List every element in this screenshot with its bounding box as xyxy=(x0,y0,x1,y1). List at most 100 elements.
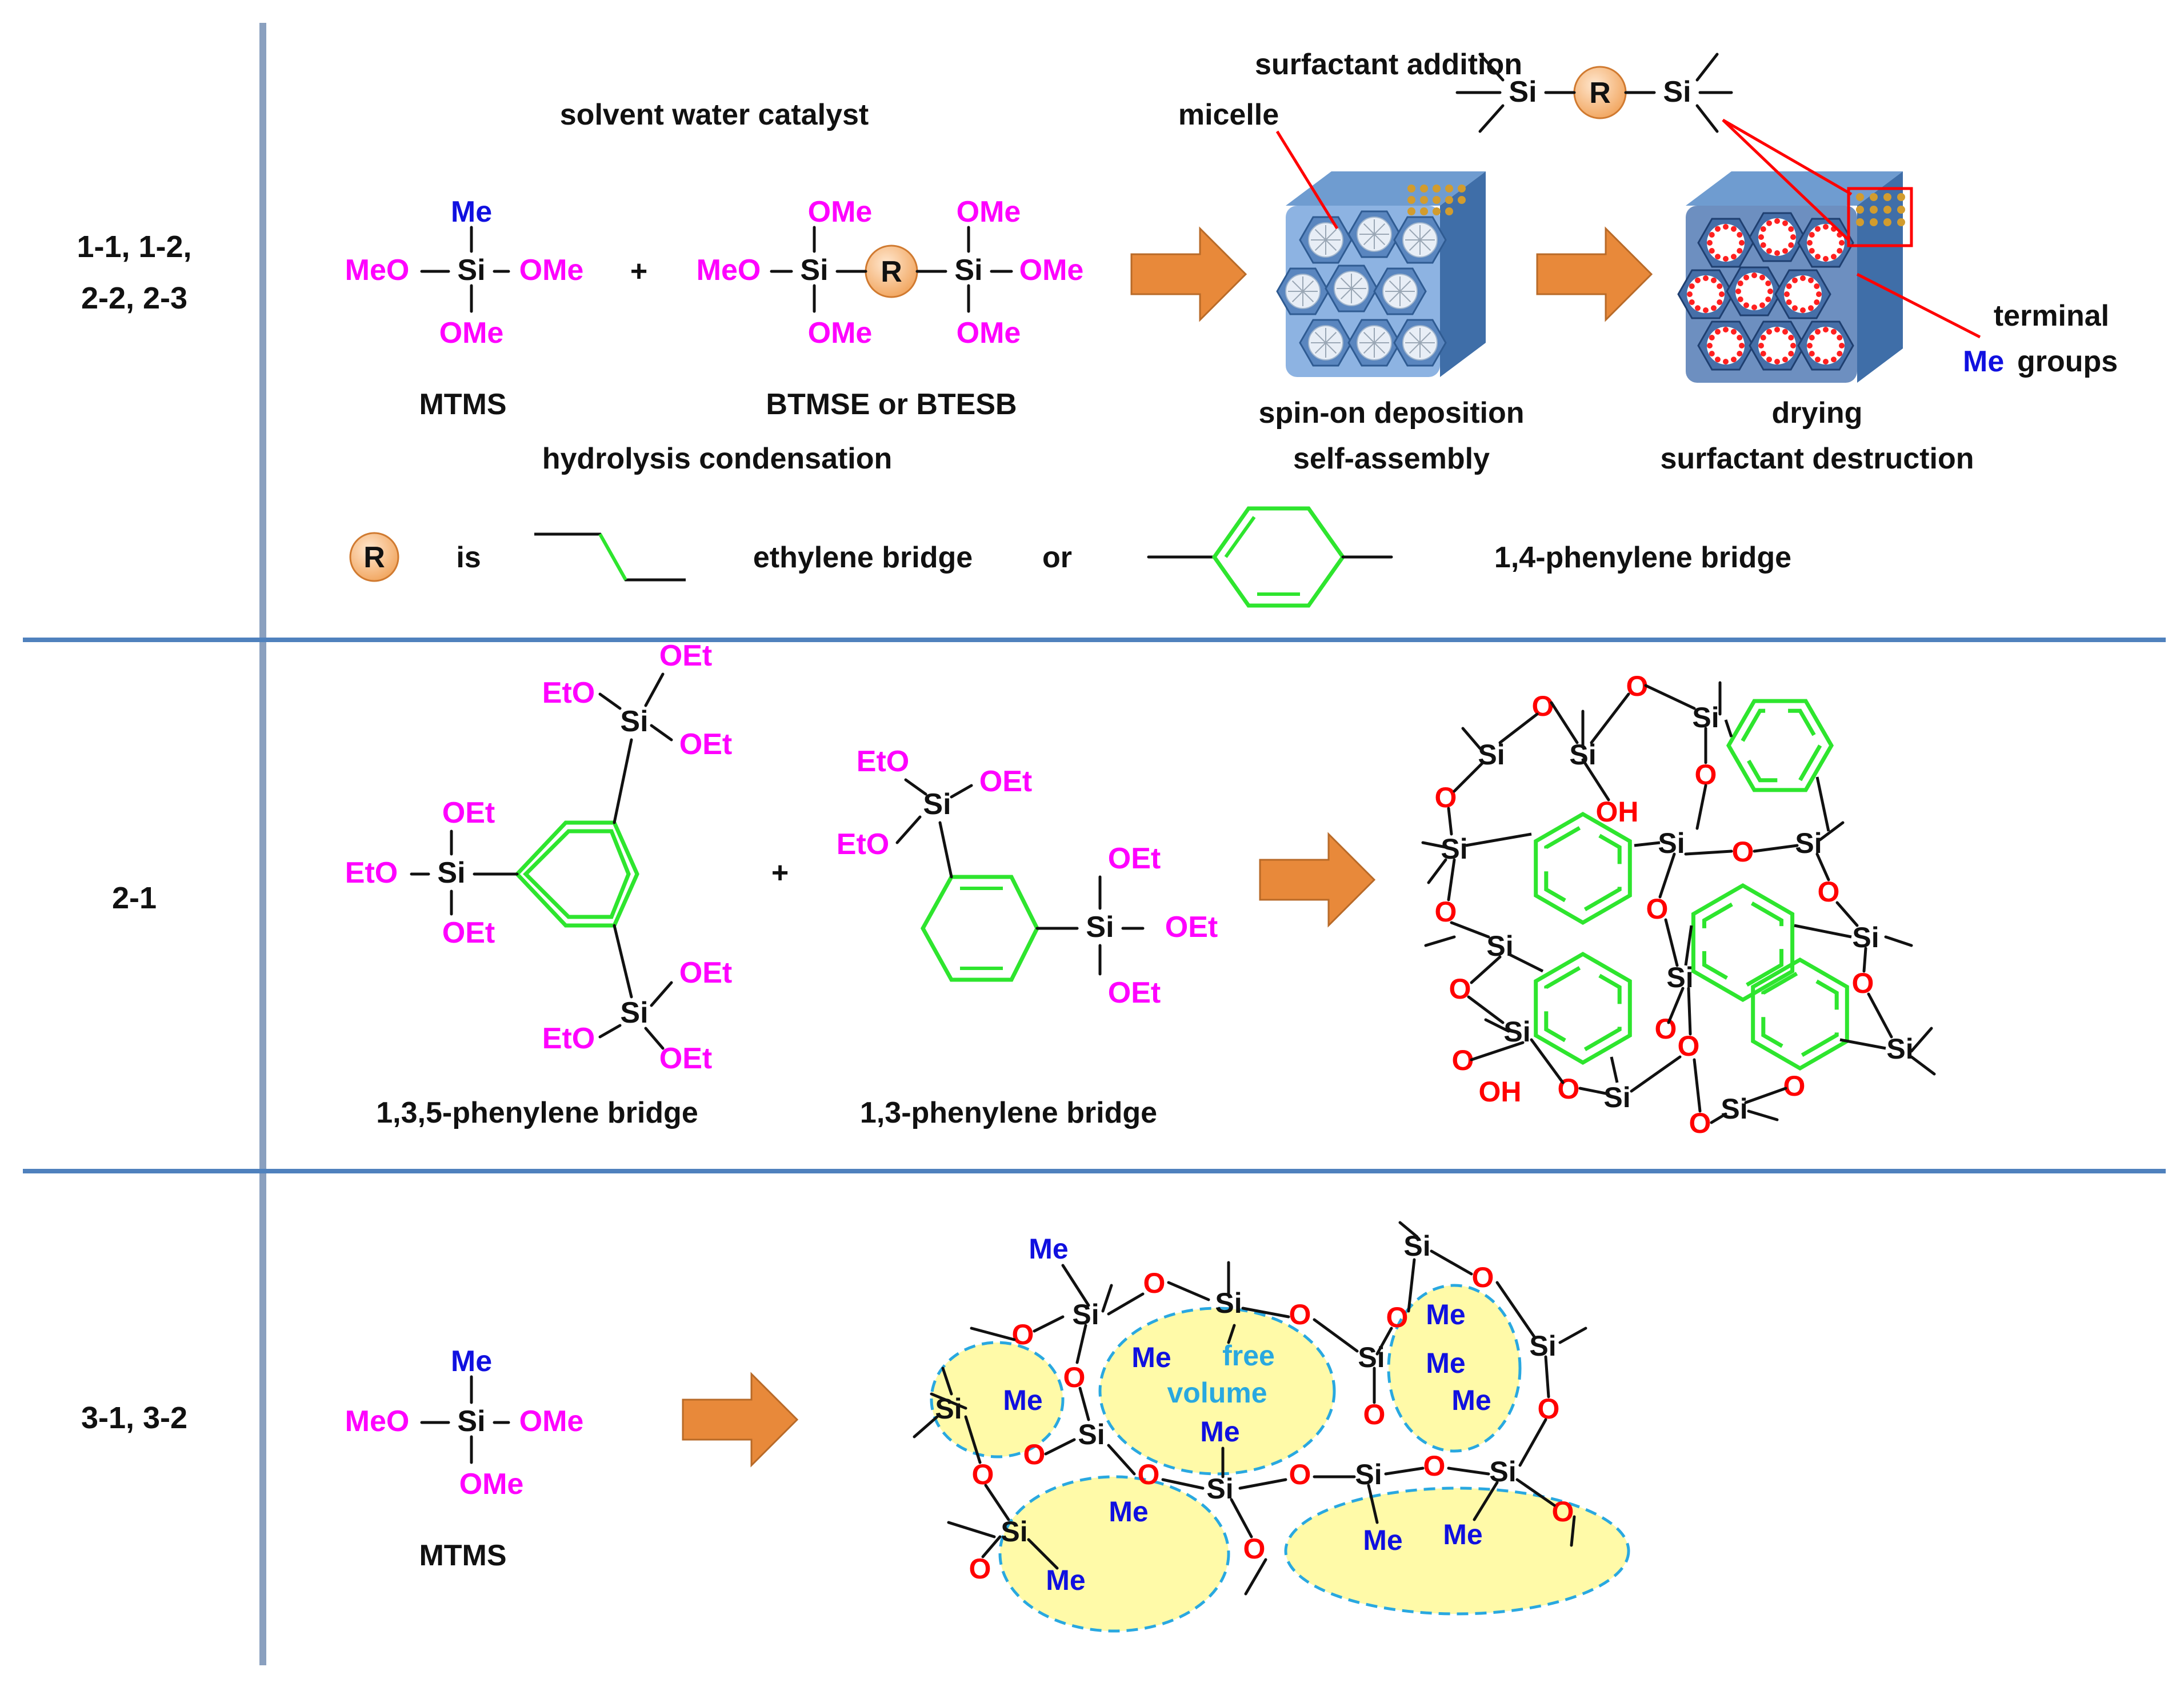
methyl-o-11: O xyxy=(972,1458,994,1490)
volume-label: volume xyxy=(1167,1377,1267,1409)
network-si-10: Si xyxy=(1603,1081,1630,1113)
btmse-molecule: MeO Si OMe OMe R Si OMe OMe OMe xyxy=(697,195,1084,350)
methyl-me-2: Me xyxy=(1003,1384,1042,1416)
methyl-o-14: O xyxy=(1243,1533,1266,1565)
svg-text:EtO: EtO xyxy=(542,676,595,710)
svg-text:Me: Me xyxy=(1963,345,2004,378)
methyl-me-0: Me xyxy=(1029,1233,1068,1265)
spin-caption-2: self-assembly xyxy=(1293,442,1490,475)
methyl-o-9: O xyxy=(1423,1450,1446,1482)
methyl-me-8: Me xyxy=(1046,1564,1085,1596)
svg-text:ethylene bridge: ethylene bridge xyxy=(753,541,973,574)
mtms-label-row1: MTMS xyxy=(419,388,506,421)
r-legend: R is ethylene bridge or 1,4-phenylene br… xyxy=(349,506,1791,608)
plus-row2: + xyxy=(771,856,789,889)
svg-text:MeO: MeO xyxy=(345,254,410,287)
methyl-me-10: Me xyxy=(1443,1518,1482,1550)
svg-text:MeO: MeO xyxy=(345,1405,410,1438)
methyl-me-9: Me xyxy=(1363,1524,1402,1556)
network-si-4: Si xyxy=(1658,827,1685,859)
spin-caption-1: spin-on deposition xyxy=(1258,396,1524,430)
methyl-si-7: Si xyxy=(1206,1473,1233,1505)
mtms-label-row3: MTMS xyxy=(419,1539,506,1572)
svg-text:OEt: OEt xyxy=(659,1042,712,1075)
svg-text:Me: Me xyxy=(451,195,492,229)
methyl-o-13: O xyxy=(1138,1458,1160,1490)
methyl-me-6: Me xyxy=(1200,1416,1239,1448)
svg-text:EtO: EtO xyxy=(345,856,398,889)
network-o-6: O xyxy=(1732,836,1754,868)
methyl-o-2: O xyxy=(1012,1319,1034,1351)
arrow-3 xyxy=(1259,832,1376,928)
svg-text:is: is xyxy=(456,541,481,574)
micelle-structure: surfactant addition micelle xyxy=(1178,48,1522,377)
tri-label: 1,3,5-phenylene bridge xyxy=(376,1096,698,1129)
arrow-4 xyxy=(682,1372,799,1468)
svg-text:OMe: OMe xyxy=(519,1405,584,1438)
svg-text:or: or xyxy=(1042,541,1072,574)
di-silyl-benzene: Si EtO OEt EtO Si OEt OEt OEt xyxy=(837,745,1218,1009)
svg-text:OMe: OMe xyxy=(957,195,1021,229)
si-r-si-fragment: Si R Si xyxy=(1455,53,1853,241)
svg-text:OEt: OEt xyxy=(659,639,712,672)
svg-text:Si: Si xyxy=(437,856,465,889)
svg-text:OMe: OMe xyxy=(459,1468,524,1501)
tri-silyl-benzene: Si EtO OEt OEt Si EtO OEt OEt Si EtO OEt… xyxy=(345,639,732,1075)
svg-text:EtO: EtO xyxy=(542,1022,595,1055)
process-caption: hydrolysis condensation xyxy=(542,442,893,475)
network-o-12: O xyxy=(1655,1013,1677,1045)
svg-text:OEt: OEt xyxy=(1108,976,1161,1009)
methyl-o-1: O xyxy=(1289,1299,1311,1331)
svg-text:Si: Si xyxy=(457,1405,485,1438)
svg-text:OEt: OEt xyxy=(979,765,1032,798)
methyl-o-8: O xyxy=(1289,1458,1311,1490)
svg-text:1,4-phenylene bridge: 1,4-phenylene bridge xyxy=(1494,541,1791,574)
mtms-molecule: Me Si MeO OMe OMe xyxy=(345,195,584,350)
micelle-caption-2: micelle xyxy=(1178,98,1279,131)
arrow-2 xyxy=(1536,226,1653,322)
svg-text:Si: Si xyxy=(1086,911,1114,944)
svg-text:OEt: OEt xyxy=(1165,911,1218,944)
svg-text:R: R xyxy=(1589,77,1611,110)
methyl-si-9: Si xyxy=(1489,1456,1516,1488)
methyl-o-10: O xyxy=(1023,1438,1046,1470)
terminal-me-label: terminal Me groups xyxy=(1856,273,2118,378)
svg-text:OEt: OEt xyxy=(679,728,732,761)
svg-text:Si: Si xyxy=(800,254,828,287)
svg-text:OMe: OMe xyxy=(1019,254,1084,287)
methyl-o-0: O xyxy=(1143,1267,1166,1299)
svg-text:OMe: OMe xyxy=(957,316,1021,350)
network-o-3: O xyxy=(1435,782,1457,814)
svg-text:OEt: OEt xyxy=(1108,842,1161,875)
row-label-2: 2-1 xyxy=(112,881,157,915)
network-o-5: O xyxy=(1449,973,1471,1005)
svg-text:OEt: OEt xyxy=(679,956,732,989)
network-o-9: O xyxy=(1852,967,1874,999)
micelle-caption-1: surfactant addition xyxy=(1255,48,1522,81)
svg-text:Si: Si xyxy=(620,705,648,738)
methyl-o-6: O xyxy=(1472,1261,1494,1293)
methyl-si-10: Si xyxy=(1001,1516,1027,1548)
svg-text:R: R xyxy=(363,541,385,574)
porous-structure xyxy=(1677,171,1913,383)
svg-text:OMe: OMe xyxy=(439,316,504,350)
svg-text:Si: Si xyxy=(1663,75,1691,109)
network-oh-2: OH xyxy=(1479,1076,1522,1108)
svg-text:Si: Si xyxy=(1509,75,1537,109)
svg-text:terminal: terminal xyxy=(1994,299,2109,332)
arrow-1 xyxy=(1130,226,1247,322)
svg-text:EtO: EtO xyxy=(857,745,909,778)
network-oh-1: OH xyxy=(1596,796,1639,828)
row-label-1a: 1-1, 1-2, xyxy=(77,230,191,264)
svg-text:OEt: OEt xyxy=(442,796,495,830)
network-si-11: Si xyxy=(1721,1093,1747,1125)
svg-text:EtO: EtO xyxy=(837,828,889,861)
svg-text:R: R xyxy=(881,255,902,288)
svg-text:Si: Si xyxy=(457,254,485,287)
svg-text:OEt: OEt xyxy=(442,916,495,949)
svg-text:Si: Si xyxy=(954,254,982,287)
di-label: 1,3-phenylene bridge xyxy=(860,1096,1157,1129)
